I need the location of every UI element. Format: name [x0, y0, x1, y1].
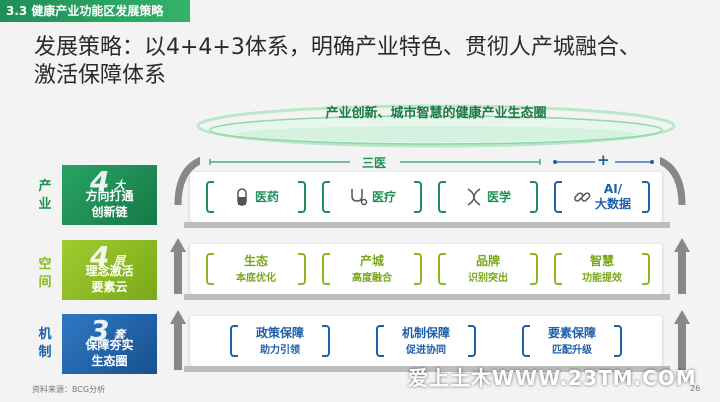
- card-medical-science: 医学: [438, 181, 538, 213]
- card-ecology: 生态 本底优化: [206, 253, 306, 285]
- section-header: 3.3 健康产业功能区发展策略: [0, 0, 190, 22]
- card-brand: 品牌 识别突出: [438, 253, 538, 285]
- pill-icon: [237, 188, 247, 206]
- page-number: 26: [690, 384, 701, 393]
- ecosystem-ring: 产业创新、城市智慧的健康产业生态圈: [196, 94, 676, 150]
- layer-mechanism-badge: 3 套 保障夯实 生态圈: [62, 314, 157, 374]
- left-arrows: [170, 156, 200, 370]
- layer-industry-badge: 4 大 方向打通 创新链: [62, 165, 157, 225]
- dna-icon: [467, 188, 481, 206]
- page-title: 发展策略：以4+4+3体系，明确产业特色、贯彻人产城融合、 激活保障体系: [34, 34, 704, 90]
- card-city-integration: 产城 高度融合: [322, 253, 422, 285]
- layer-space-badge: 4 层 理念激活 要素云: [62, 240, 157, 300]
- layer-space-panel: 生态 本底优化 产城 高度融合 品牌 识别突出 智慧 功能提效: [190, 244, 662, 294]
- title-line-2: 激活保障体系: [34, 63, 167, 88]
- right-arrows: [660, 156, 690, 370]
- card-policy: 政策保障 助力引领: [230, 325, 330, 357]
- side-label-industry: 产业: [38, 179, 52, 212]
- card-healthcare: 医疗: [322, 181, 422, 213]
- card-ai-bigdata: AI/ 大数据: [554, 181, 650, 213]
- top-connector: [209, 159, 654, 165]
- ecosystem-title: 产业创新、城市智慧的健康产业生态圈: [325, 106, 547, 121]
- shelf-2: [184, 294, 670, 300]
- layer-mechanism-panel: 政策保障 助力引领 机制保障 促进协同 要素保障 匹配升级: [190, 316, 662, 366]
- card-mechanism: 机制保障 促进协同: [376, 325, 476, 357]
- plus-label: +: [597, 151, 610, 169]
- source-note: 资料来源：BCG分析: [32, 385, 106, 394]
- ecosystem-ellipses: [196, 104, 676, 148]
- shelf-1: [184, 222, 670, 228]
- side-label-mechanism: 机制: [38, 327, 52, 360]
- watermark: 爱上土木WWW.23TM.COM: [408, 366, 697, 390]
- layer-industry-panel: 医药 医疗 医学 AI/ 大数据: [190, 172, 662, 222]
- card-smart: 智慧 功能提效: [554, 253, 650, 285]
- card-medicine: 医药: [206, 181, 306, 213]
- card-factors: 要素保障 匹配升级: [522, 325, 622, 357]
- side-label-space: 空间: [38, 257, 52, 290]
- sanyi-label: 三医: [362, 156, 387, 170]
- shelf-3: [184, 366, 670, 372]
- link-icon: [574, 192, 591, 202]
- title-line-1: 发展策略：以4+4+3体系，明确产业特色、贯彻人产城融合、: [34, 35, 641, 60]
- stethoscope-icon: [351, 189, 368, 206]
